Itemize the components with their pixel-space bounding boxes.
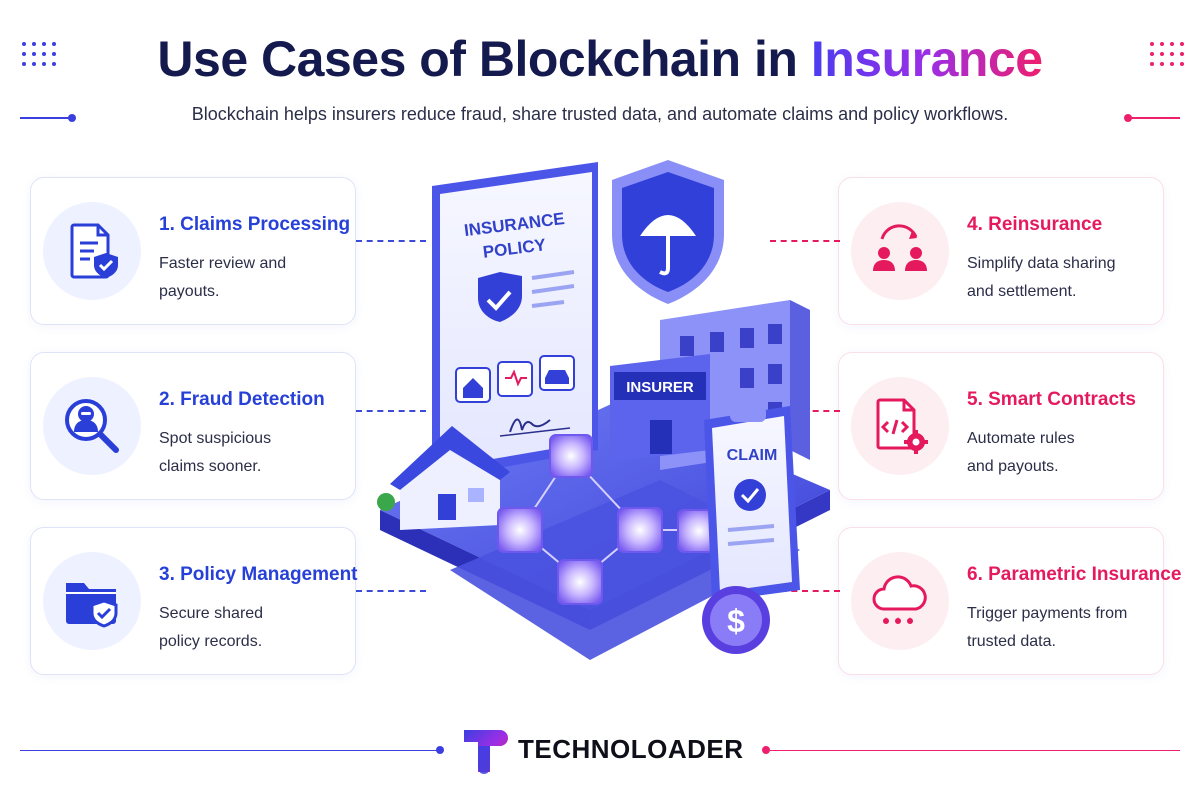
card-fraud-detection: 2. Fraud Detection Spot suspicious claim… — [30, 352, 356, 500]
claim-label: CLAIM — [727, 447, 778, 464]
connector-left-2 — [356, 410, 426, 412]
card-desc-line: Automate rules — [967, 430, 1075, 447]
card-policy-management: 3. Policy Management Secure shared polic… — [30, 527, 358, 675]
card-title: 5. Smart Contracts — [967, 389, 1136, 410]
card-title: 1. Claims Processing — [159, 214, 351, 235]
footer-dot-right — [762, 746, 770, 754]
card-desc-line: and settlement. — [967, 283, 1077, 300]
people-exchange-icon — [851, 202, 949, 300]
card-desc-line: Faster review and — [159, 255, 287, 272]
title-main: Use Cases of Blockchain in — [157, 31, 798, 87]
card-description: Trigger payments from trusted data. — [967, 600, 1157, 656]
decorative-dots-left — [22, 42, 56, 66]
block-cube-4 — [557, 559, 603, 605]
brand: TECHNOLOADER — [460, 722, 760, 778]
document-shield-icon — [43, 202, 141, 300]
coin-symbol: $ — [727, 603, 745, 639]
card-reinsurance: 4. Reinsurance Simplify data sharing and… — [838, 177, 1164, 325]
subtitle-line-right — [1130, 117, 1180, 119]
block-cube-2 — [497, 507, 543, 553]
page-subtitle: Blockchain helps insurers reduce fraud, … — [191, 104, 1009, 124]
card-description: Secure shared policy records. — [159, 600, 349, 656]
card-title: 6. Parametric Insurance — [967, 564, 1182, 585]
subtitle-dot-left — [68, 114, 76, 122]
footer-line-right — [770, 750, 1180, 751]
subtitle-dot-right — [1124, 114, 1132, 122]
building-sign: INSURER — [626, 379, 694, 396]
card-description: Faster review and payouts. — [159, 250, 349, 306]
dollar-coin-icon: $ — [702, 586, 770, 654]
card-description: Simplify data sharing and settlement. — [967, 250, 1157, 306]
block-cube-3 — [617, 507, 663, 553]
card-smart-contracts: 5. Smart Contracts Automate rules and pa… — [838, 352, 1164, 500]
insurance-policy-board: INSURANCE POLICY — [432, 162, 598, 480]
decorative-dots-right — [1150, 42, 1184, 66]
shield-check-icon — [478, 272, 522, 322]
brand-logo-icon — [464, 730, 508, 774]
card-desc-line: Secure shared — [159, 605, 264, 622]
card-desc-line: claims sooner. — [159, 458, 262, 475]
card-desc-line: Spot suspicious — [159, 430, 272, 447]
card-parametric-insurance: 6. Parametric Insurance Trigger payments… — [838, 527, 1181, 675]
card-description: Automate rules and payouts. — [967, 425, 1157, 481]
card-desc-line: and payouts. — [967, 458, 1059, 475]
connector-left-3 — [356, 590, 426, 592]
title-accent: Insurance — [810, 31, 1043, 87]
page-title: Use Cases of Blockchain in Insurance — [0, 30, 1200, 88]
heart-icon — [497, 361, 533, 397]
house-icon — [377, 426, 510, 530]
card-desc-line: policy records. — [159, 633, 263, 650]
signature — [509, 418, 551, 433]
card-description: Spot suspicious claims sooner. — [159, 425, 349, 481]
card-desc-line: trusted data. — [967, 633, 1056, 650]
connector-right-3 — [770, 590, 840, 592]
card-title: 2. Fraud Detection — [159, 389, 325, 410]
card-claims-processing: 1. Claims Processing Faster review and p… — [30, 177, 356, 325]
card-desc-line: Trigger payments from — [967, 605, 1128, 622]
brand-name: TECHNOLOADER — [518, 734, 744, 764]
rain-cloud-icon — [851, 552, 949, 650]
subtitle-line-left — [20, 117, 70, 119]
card-title: 4. Reinsurance — [967, 214, 1103, 235]
card-title: 3. Policy Management — [159, 564, 358, 585]
connector-right-1 — [770, 240, 840, 242]
card-desc-line: Simplify data sharing — [967, 255, 1116, 272]
card-desc-line: payouts. — [159, 283, 220, 300]
code-document-gear-icon — [851, 377, 949, 475]
claim-clipboard: CLAIM — [704, 406, 800, 602]
folder-shield-icon — [43, 552, 141, 650]
footer-dot-left — [436, 746, 444, 754]
blockchain-insurance-illustration: INSURANCE POLICY INSURER — [377, 160, 830, 660]
umbrella-shield-icon — [612, 160, 724, 304]
connector-left-1 — [356, 240, 426, 242]
magnifier-hooded-person-icon — [43, 377, 141, 475]
footer-line-left — [20, 750, 440, 751]
block-cube-1 — [549, 434, 593, 478]
